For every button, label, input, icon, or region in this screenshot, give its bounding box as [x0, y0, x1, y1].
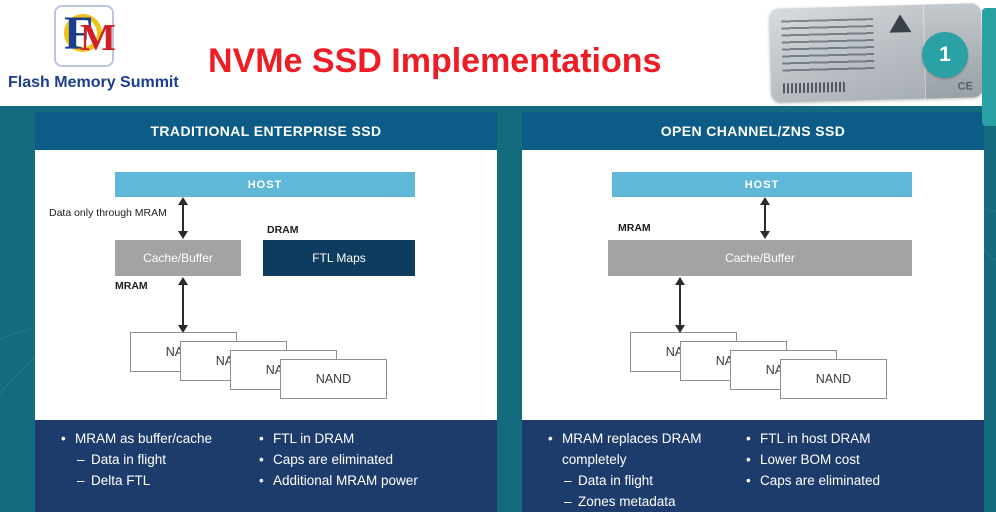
bullets-section: • MRAM as buffer/cache – Data in flight … [35, 420, 497, 512]
bullet-item: • Caps are eliminated [746, 470, 984, 491]
bullet-item: – Data in flight [61, 449, 237, 470]
nand-stack: NAND NAND NAND NAND [630, 332, 890, 402]
fms-logo: F M Flash Memory Summit [8, 3, 186, 92]
panel-title: OPEN CHANNEL/ZNS SSD [522, 112, 984, 150]
bullet-marker: • [746, 473, 751, 488]
panel-traditional-ssd: TRADITIONAL ENTERPRISE SSD HOST Data onl… [35, 112, 497, 512]
bullet-marker: • [259, 431, 264, 446]
arrow-host-cache-icon [760, 197, 770, 239]
arrow-host-cache-icon [178, 197, 188, 239]
fms-emblem: F M [50, 3, 118, 69]
nand-label: NAND [315, 372, 352, 386]
panel-open-channel-ssd: OPEN CHANNEL/ZNS SSD HOST MRAM Cache/Buf… [522, 112, 984, 512]
bullet-column: • FTL in DRAM • Caps are eliminated • Ad… [237, 428, 497, 512]
chip-warning-triangle-icon [889, 14, 912, 33]
bullet-column: • MRAM as buffer/cache – Data in flight … [35, 428, 237, 512]
chip-text-lines [781, 18, 875, 75]
bullet-marker: • [746, 431, 751, 446]
bullet-item: • MRAM replaces DRAM completely [548, 428, 724, 470]
nand-label: NAND [815, 372, 852, 386]
bullet-text: FTL in DRAM [273, 431, 355, 446]
bullet-marker: – [564, 473, 572, 488]
bullet-item: • MRAM as buffer/cache [61, 428, 237, 449]
bullet-text: Caps are eliminated [273, 452, 394, 467]
bullet-marker: • [259, 473, 264, 488]
bullet-text: MRAM replaces DRAM completely [562, 431, 702, 467]
bullet-item: • FTL in host DRAM [746, 428, 984, 449]
bullet-text: Zones metadata [578, 494, 676, 509]
bullet-item: – Data in flight [548, 470, 724, 491]
bullet-item: – Zones metadata [548, 491, 724, 512]
arrow-cache-nand-icon [178, 277, 188, 333]
bullet-marker: – [77, 473, 85, 488]
bullet-item: • Additional MRAM power [259, 470, 497, 491]
nand-box: NAND [280, 359, 387, 399]
logo-letter-f: F [64, 7, 94, 60]
bullet-marker: – [77, 452, 85, 467]
bullet-marker: • [61, 431, 66, 446]
cache-buffer-box: Cache/Buffer [608, 240, 912, 276]
mram-label: MRAM [115, 280, 148, 292]
logo-letter-m: M [80, 17, 116, 59]
bullet-text: Caps are eliminated [760, 473, 881, 488]
bullet-marker: • [548, 431, 553, 446]
arrow-cache-nand-icon [675, 277, 685, 333]
bullet-item: – Delta FTL [61, 470, 237, 491]
panel-title: TRADITIONAL ENTERPRISE SSD [35, 112, 497, 150]
ftl-maps-box: FTL Maps [263, 240, 415, 276]
panel-diagram: HOST MRAM Cache/Buffer NAND NAND NAND NA… [522, 150, 984, 420]
bullet-text: Data in flight [91, 452, 167, 467]
bullet-text: Additional MRAM power [273, 473, 418, 488]
mram-label: MRAM [618, 222, 651, 234]
bullet-item: • FTL in DRAM [259, 428, 497, 449]
emblem-ring-icon [64, 14, 102, 52]
edge-accent-strip [982, 8, 996, 126]
bullet-item: • Lower BOM cost [746, 449, 984, 470]
bullet-text: FTL in host DRAM [760, 431, 871, 446]
nand-stack: NAND NAND NAND NAND [130, 332, 390, 402]
chip-barcode [782, 81, 846, 94]
bullet-text: Lower BOM cost [760, 452, 860, 467]
bullet-column: • MRAM replaces DRAM completely – Data i… [522, 428, 724, 512]
logo-title: Flash Memory Summit [8, 74, 179, 91]
nand-box: NAND [780, 359, 887, 399]
host-box: HOST [115, 172, 415, 197]
chip-ce-mark: CE [957, 80, 974, 93]
note-data-through-mram: Data only through MRAM [49, 207, 167, 219]
bullet-text: Delta FTL [91, 473, 151, 488]
bullet-marker: • [259, 452, 264, 467]
bullet-text: MRAM as buffer/cache [75, 431, 213, 446]
dram-label: DRAM [267, 224, 299, 236]
slide-title: NVMe SSD Implementations [208, 42, 662, 80]
cache-buffer-box: Cache/Buffer [115, 240, 241, 276]
bullet-column: • FTL in host DRAM • Lower BOM cost • Ca… [724, 428, 984, 512]
page-number-badge: 1 [922, 32, 968, 78]
panel-diagram: HOST Data only through MRAM DRAM Cache/B… [35, 150, 497, 420]
bullet-item: • Caps are eliminated [259, 449, 497, 470]
bullet-text: Data in flight [578, 473, 654, 488]
bullets-section: • MRAM replaces DRAM completely – Data i… [522, 420, 984, 512]
bullet-marker: – [564, 494, 572, 509]
bullet-marker: • [746, 452, 751, 467]
host-box: HOST [612, 172, 912, 197]
